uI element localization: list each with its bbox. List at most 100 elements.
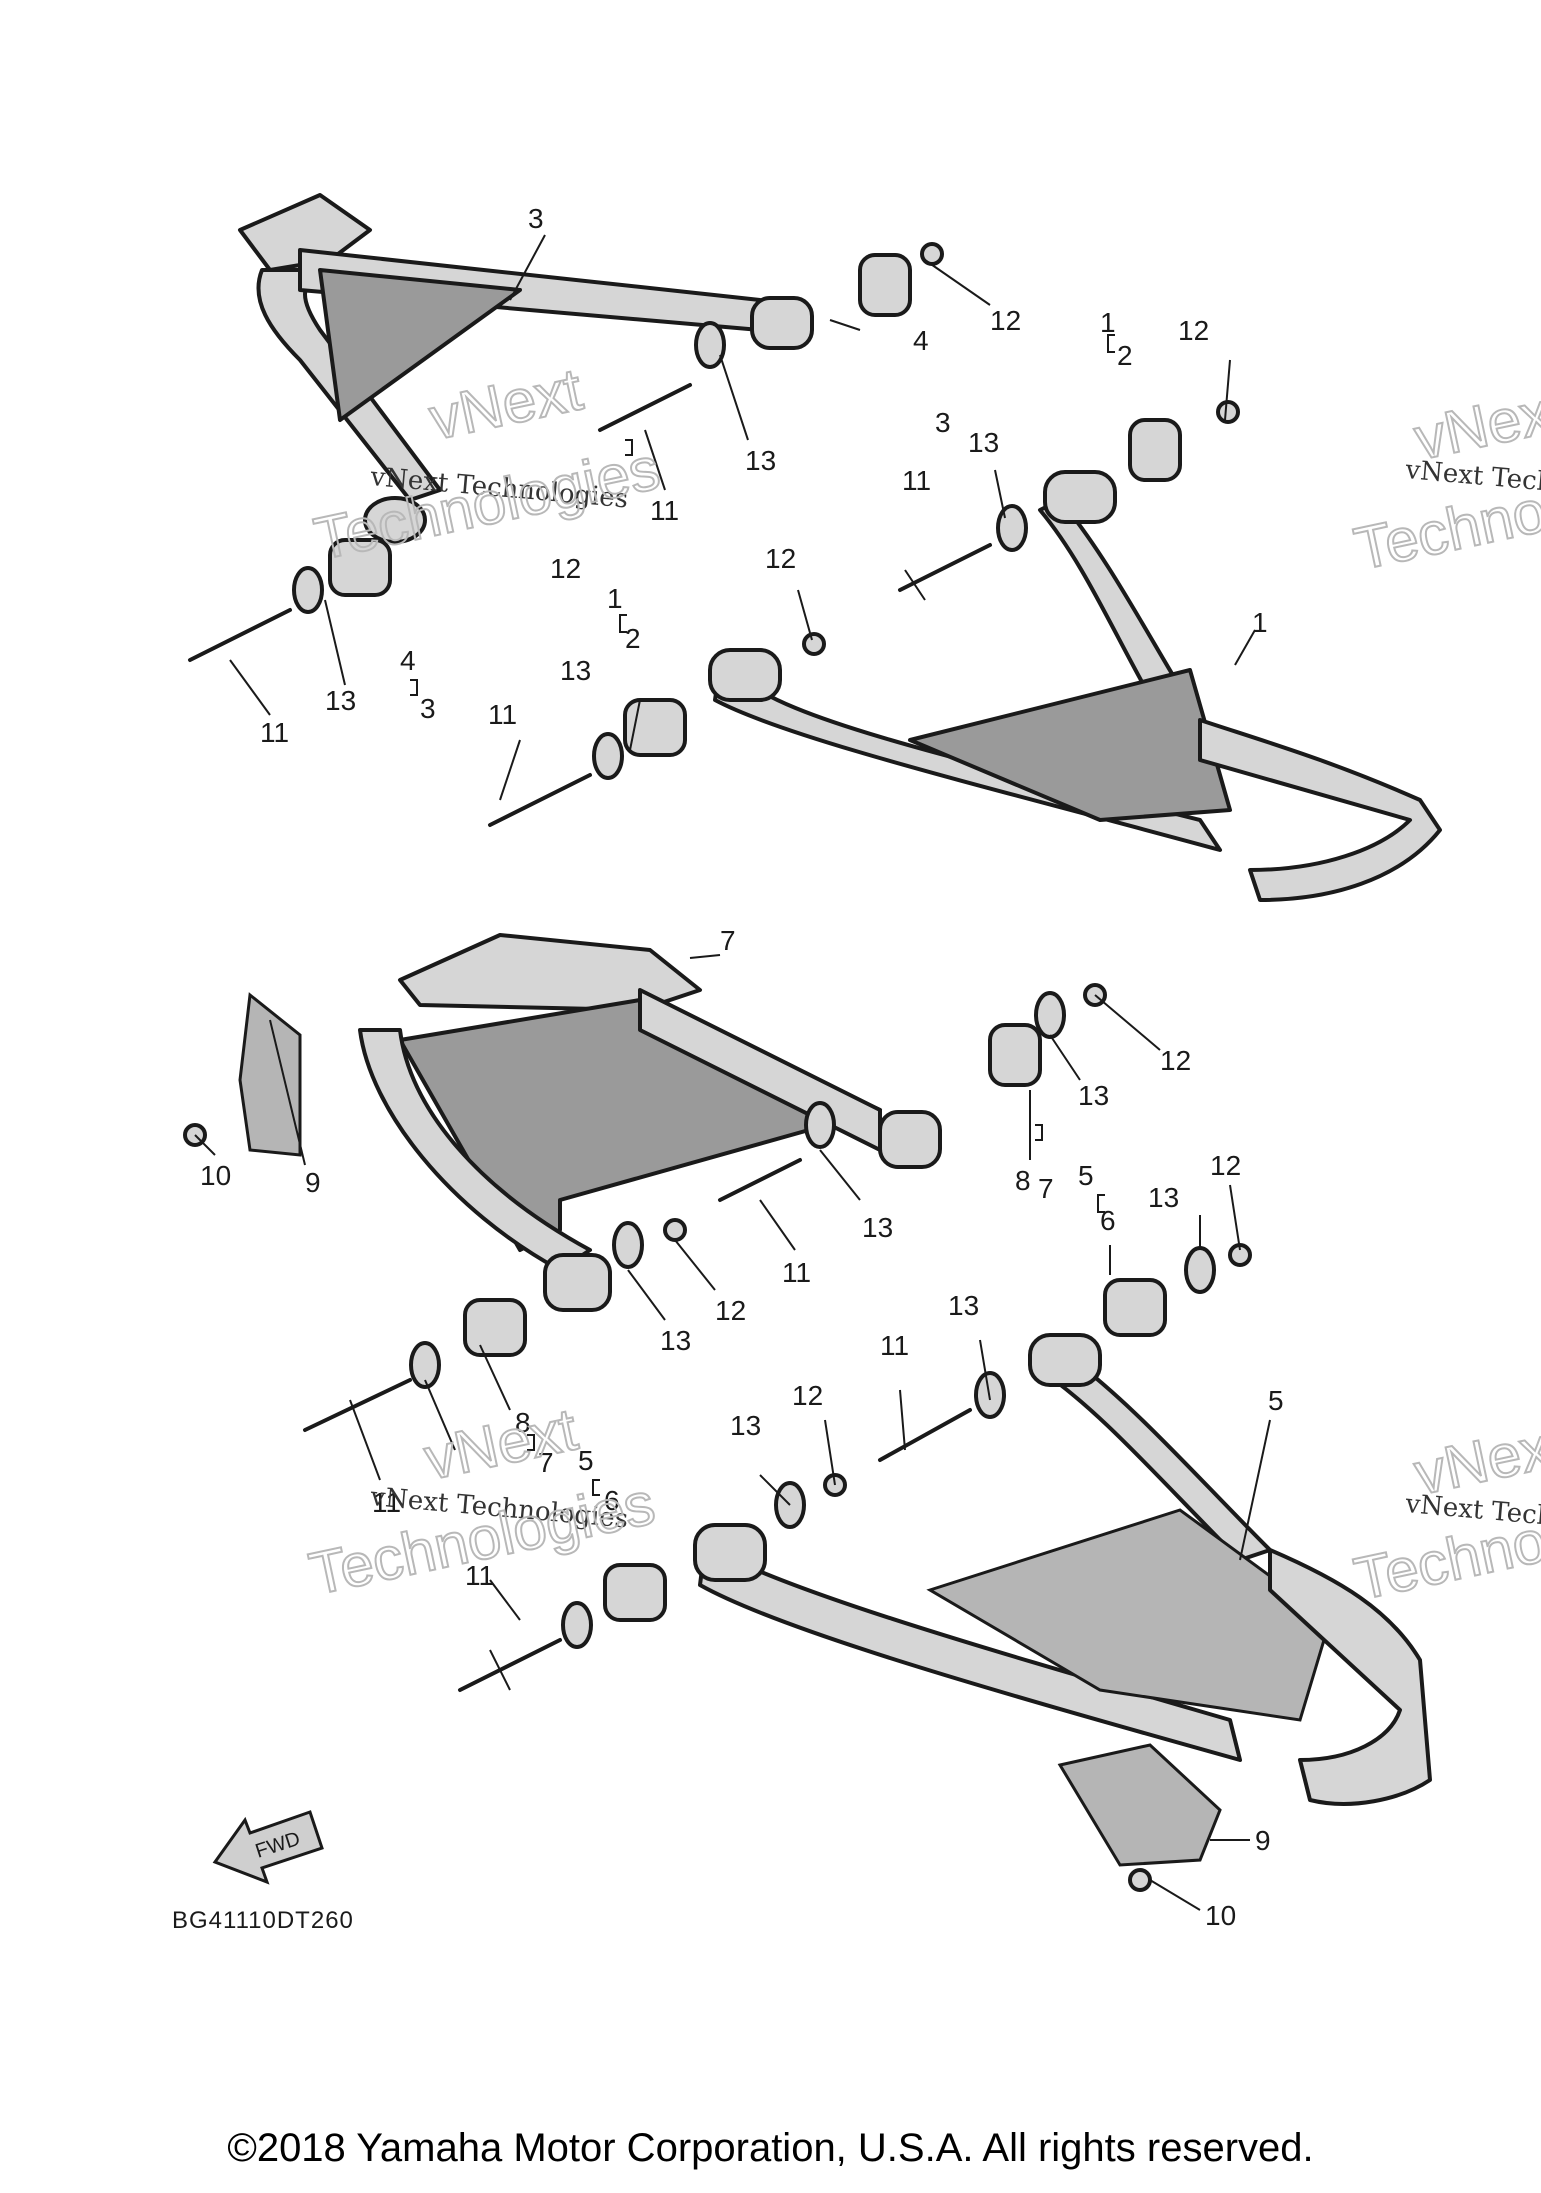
- bushing: [1128, 418, 1182, 482]
- front-arm-rear-pivot-housing: [693, 1523, 767, 1582]
- callout: 12: [1210, 1150, 1241, 1181]
- callout: 13: [745, 445, 776, 476]
- callout: 11: [782, 1257, 811, 1288]
- guard-bolt: [1128, 1868, 1152, 1892]
- bushing: [463, 1298, 527, 1357]
- bushing: [858, 253, 912, 317]
- callout: 5: [578, 1445, 594, 1476]
- callout: 3: [528, 203, 544, 234]
- callout: 13: [968, 427, 999, 458]
- callout: 11: [465, 1560, 494, 1591]
- callout: 1: [607, 583, 623, 614]
- nut: [802, 632, 826, 656]
- watermark-brand: vNext: [424, 355, 588, 452]
- callout: 11: [260, 717, 289, 748]
- callout: 6: [604, 1485, 620, 1516]
- washer: [592, 732, 624, 780]
- callout: 11: [372, 1487, 401, 1518]
- callout: 9: [305, 1167, 321, 1198]
- callout: 7: [1038, 1173, 1054, 1204]
- callout: 12: [792, 1380, 823, 1411]
- callout: 10: [1205, 1900, 1236, 1931]
- callout: 4: [913, 325, 929, 356]
- callout: 11: [880, 1330, 909, 1361]
- callout: 12: [765, 543, 796, 574]
- bolt: [458, 1638, 562, 1692]
- upper-lower-pivot-housing: [363, 496, 427, 544]
- callout: 12: [715, 1295, 746, 1326]
- front-arm-pivot-housing: [878, 1110, 942, 1169]
- callout: 1: [1252, 607, 1268, 638]
- bushing: [988, 1023, 1042, 1087]
- callout: 5: [1268, 1385, 1284, 1416]
- bolt: [898, 543, 992, 592]
- upper-hardware: [188, 242, 1240, 827]
- callout: 12: [990, 305, 1021, 336]
- bushing: [603, 1563, 667, 1622]
- callout: 12: [550, 553, 581, 584]
- callout: 11: [650, 495, 679, 526]
- watermark-line2: Technologies: [309, 434, 666, 572]
- washer: [1184, 1246, 1216, 1294]
- bolt: [718, 1158, 802, 1202]
- arm-rear-pivot-housing: [708, 648, 782, 702]
- bolt: [303, 1378, 412, 1432]
- callout: 1: [1100, 307, 1116, 338]
- callout: 7: [538, 1447, 554, 1478]
- callout: 13: [948, 1290, 979, 1321]
- callout: 5: [1078, 1160, 1094, 1191]
- callout: 12: [1160, 1045, 1191, 1076]
- callout: 13: [660, 1325, 691, 1356]
- washer: [612, 1221, 644, 1269]
- callout: 13: [1148, 1182, 1179, 1213]
- arm-front-pivot-housing: [1043, 470, 1117, 524]
- callout: 7: [720, 925, 736, 956]
- upper-rear-arm: [238, 193, 814, 544]
- lower-rear-arm: [708, 470, 1442, 902]
- callout: 13: [325, 685, 356, 716]
- front-arm-front-pivot-housing: [1028, 1333, 1102, 1387]
- watermark-brand: vNext: [419, 1395, 583, 1492]
- washer: [694, 321, 726, 369]
- washer: [292, 566, 324, 614]
- callout: 2: [1117, 340, 1133, 371]
- bolt: [188, 608, 292, 662]
- upper-front-arm: [358, 933, 942, 1312]
- bolt: [488, 773, 592, 827]
- forward-arrow: FWD: [212, 1810, 324, 1885]
- washer: [1034, 991, 1066, 1039]
- callout: 2: [625, 623, 641, 654]
- copyright-notice: ©2018 Yamaha Motor Corporation, U.S.A. A…: [227, 2126, 1314, 2170]
- lower-front-arm: [693, 1333, 1432, 1806]
- bolt: [878, 1408, 972, 1462]
- callout: 13: [862, 1212, 893, 1243]
- washer: [996, 504, 1028, 552]
- washer: [561, 1601, 593, 1649]
- washer: [409, 1341, 441, 1389]
- callout: 3: [935, 407, 951, 438]
- bushing: [328, 538, 392, 597]
- callout: 8: [1015, 1165, 1031, 1196]
- nut: [1216, 400, 1240, 424]
- front-arm-lower-pivot-housing: [543, 1253, 612, 1312]
- leader-lines: [194, 234, 1271, 1911]
- washer: [804, 1101, 836, 1149]
- callout-labels: 3 12 1 2 12 4 3 13 11 13 11 12 12 1 2 1 …: [200, 203, 1284, 1931]
- callout: 6: [1100, 1205, 1116, 1236]
- callout: 10: [200, 1160, 231, 1191]
- callout: 11: [488, 699, 517, 730]
- callout: 3: [420, 693, 436, 724]
- upper-pivot-bushing-housing: [750, 296, 814, 350]
- callout: 11: [902, 465, 931, 496]
- callout: 13: [1078, 1080, 1109, 1111]
- bolt: [598, 383, 692, 432]
- guard-plate: [1057, 1743, 1222, 1867]
- callout: 13: [560, 655, 591, 686]
- bushing: [1103, 1278, 1167, 1337]
- callout: 9: [1255, 1825, 1271, 1856]
- bushing: [623, 698, 687, 757]
- guard-plate: [238, 992, 302, 1157]
- callout: 13: [730, 1410, 761, 1441]
- callout: 12: [1178, 315, 1209, 346]
